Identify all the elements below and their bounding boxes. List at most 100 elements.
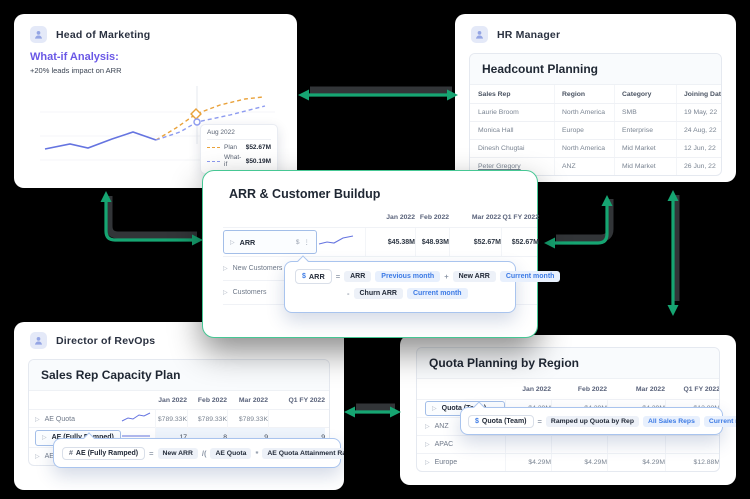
whatif-dash-swatch xyxy=(207,160,220,162)
whatif-marker[interactable] xyxy=(193,118,201,126)
whatif-caption: +20% leads impact on ARR xyxy=(30,66,122,75)
panel-title: Quota Planning by Region xyxy=(417,348,719,379)
expand-caret-icon[interactable]: ▷ xyxy=(223,290,228,296)
arrow-right-corner xyxy=(553,204,609,245)
formula-line-1: $ ARR = ARR Previous month + New ARR Cur… xyxy=(295,269,561,284)
expand-caret-icon[interactable]: ▷ xyxy=(35,416,40,423)
col-jan-2022: Jan 2022 xyxy=(386,213,415,221)
formula-line-2: - Churn ARR Current month xyxy=(347,288,505,299)
actual-series-line xyxy=(44,131,157,150)
formula-lhs[interactable]: # AE (Fully Ramped) xyxy=(62,446,146,460)
plan-dash-swatch xyxy=(207,147,220,148)
dollar-icon: $ xyxy=(302,273,306,280)
whatif-value: $50.19M xyxy=(245,157,271,165)
row-label: New Customers xyxy=(232,265,283,272)
plan-label: Plan xyxy=(224,144,238,151)
card-quota-planning: Quota Planning by Region Jan 2022 Feb 20… xyxy=(400,335,736,485)
arr-value-q1[interactable]: $52.67M xyxy=(501,228,539,256)
col-feb-2022: Feb 2022 xyxy=(419,213,449,221)
arr-value-jan[interactable]: $45.38M xyxy=(365,228,415,256)
plus-operator: + xyxy=(444,272,449,281)
col-q1-fy-2022: Q1 FY 2022 xyxy=(502,213,539,221)
card-hr-manager: HR Manager Headcount Planning Sales Rep … xyxy=(455,14,736,182)
formula-chip-churn-arr[interactable]: Churn ARR xyxy=(353,288,403,299)
card-title: ARR & Customer Buildup xyxy=(229,187,381,201)
formula-chip-new-arr[interactable]: New ARR xyxy=(452,271,496,282)
whatif-label: What-if xyxy=(224,154,242,168)
persona-header: HR Manager xyxy=(455,14,736,43)
col-category: Category xyxy=(614,85,676,103)
expand-caret-icon[interactable]: ▷ xyxy=(425,442,430,448)
table-header-row: Sales Rep Region Category Joining Date xyxy=(470,85,721,103)
tooltip-date: Aug 2022 xyxy=(207,129,271,140)
arr-row-label-cell[interactable]: ▷ ARR $ ⋮ xyxy=(223,230,317,254)
ae-quota-row[interactable]: ▷ AE Quota $789.33K $789.33K $789.33K xyxy=(29,409,329,428)
arr-value-feb[interactable]: $48.93M xyxy=(415,228,449,256)
formula-tag-current-month[interactable]: Current month xyxy=(406,288,468,299)
ae-fully-ramped-sparkline xyxy=(121,429,155,447)
multiply-operator: * xyxy=(255,448,259,458)
formula-tag-current-month[interactable]: Current month xyxy=(703,415,736,427)
table-header-row: Jan 2022 Feb 2022 Mar 2022 Q1 FY 2022 xyxy=(522,385,720,393)
col-sales-rep: Sales Rep xyxy=(478,90,511,98)
tooltip-whatif-row: What-if $50.19M xyxy=(207,154,271,168)
card-head-of-marketing: Head of Marketing What-if Analysis: +20%… xyxy=(14,14,297,188)
panel-title: Sales Rep Capacity Plan xyxy=(29,360,329,391)
revops-formula-popup: # AE (Fully Ramped) = New ARR /( AE Quot… xyxy=(53,432,344,468)
plan-marker[interactable] xyxy=(190,108,202,120)
formula-chip-arr[interactable]: ARR xyxy=(344,271,372,282)
arr-row: ▷ ARR $ ⋮ $45.38M $48.93M $52.67M $52.67… xyxy=(223,227,539,257)
arr-formula-popup: $ ARR = ARR Previous month + New ARR Cur… xyxy=(284,255,561,313)
persona-title: HR Manager xyxy=(497,28,561,41)
formula-tag-all-sales-reps[interactable]: All Sales Reps xyxy=(643,415,700,427)
plan-value: $52.67M xyxy=(245,144,271,151)
formula-chip-new-arr[interactable]: New ARR xyxy=(157,447,198,459)
table-header-row: Jan 2022 Feb 2022 Mar 2022 Q1 FY 2022 xyxy=(158,396,325,404)
hash-icon: # xyxy=(69,449,73,457)
expand-caret-icon[interactable]: ▷ xyxy=(230,239,235,246)
col-joining-date: Joining Date xyxy=(676,85,721,103)
expand-caret-icon[interactable]: ▷ xyxy=(35,454,40,460)
kebab-menu-icon[interactable]: ⋮ xyxy=(303,239,311,246)
expand-caret-icon[interactable]: ▷ xyxy=(223,266,228,272)
row-label: Customers xyxy=(232,289,267,296)
minus-operator: - xyxy=(347,289,350,298)
arr-value-mar[interactable]: $52.67M xyxy=(449,228,501,256)
formula-tag-current-month[interactable]: Current month xyxy=(499,271,561,282)
formula-lhs[interactable]: $ ARR xyxy=(295,269,332,284)
formula-lhs[interactable]: $ Quota (Team) xyxy=(468,414,534,428)
arr-sparkline xyxy=(317,233,365,252)
currency-type-icon: $ xyxy=(295,238,300,246)
persona-header: Head of Marketing xyxy=(14,14,297,43)
quota-formula-popup: $ Quota (Team) = Ramped up Quota by Rep … xyxy=(460,401,736,435)
formula-chip-ae-quota[interactable]: AE Quota xyxy=(210,447,252,459)
tooltip-plan-row: Plan $52.67M xyxy=(207,144,271,151)
equals-operator: = xyxy=(149,448,154,458)
persona-title: Head of Marketing xyxy=(56,28,151,41)
expand-caret-icon[interactable]: ▷ xyxy=(42,435,47,441)
expand-caret-icon[interactable]: ▷ xyxy=(432,406,437,412)
expand-caret-icon[interactable]: ▷ xyxy=(425,424,430,430)
chart-tooltip: Aug 2022 Plan $52.67M What-if $50.19M xyxy=(200,124,278,174)
sales-rep-link[interactable]: Peter Gregory xyxy=(478,163,521,170)
persona-title: Director of RevOps xyxy=(56,334,156,347)
row-label: ARR xyxy=(239,237,256,247)
dollar-icon: $ xyxy=(475,417,479,425)
formula-chip-attainment-rate[interactable]: AE Quota Attainment Rate xyxy=(262,447,344,459)
headcount-planning-panel: Headcount Planning Sales Rep Region Cate… xyxy=(469,53,722,176)
person-avatar-icon xyxy=(30,26,47,43)
ae-quota-sparkline xyxy=(121,410,155,428)
expand-caret-icon[interactable]: ▷ xyxy=(425,460,430,466)
formula-chip-ramped-quota[interactable]: Ramped up Quota by Rep xyxy=(545,415,639,427)
divide-open-paren-operator: /( xyxy=(201,448,207,458)
apac-row[interactable]: ▷ APAC xyxy=(417,435,719,453)
europe-row[interactable]: ▷ Europe $4.29M $4.29M $4.29M $12.88M xyxy=(417,453,719,471)
formula-tag-previous-month[interactable]: Previous month xyxy=(375,271,441,282)
card-director-of-revops: Director of RevOps Sales Rep Capacity Pl… xyxy=(14,322,344,490)
person-avatar-icon xyxy=(30,332,47,349)
card-arr-customer-buildup: ARR & Customer Buildup Jan 2022 Feb 2022… xyxy=(202,170,561,338)
